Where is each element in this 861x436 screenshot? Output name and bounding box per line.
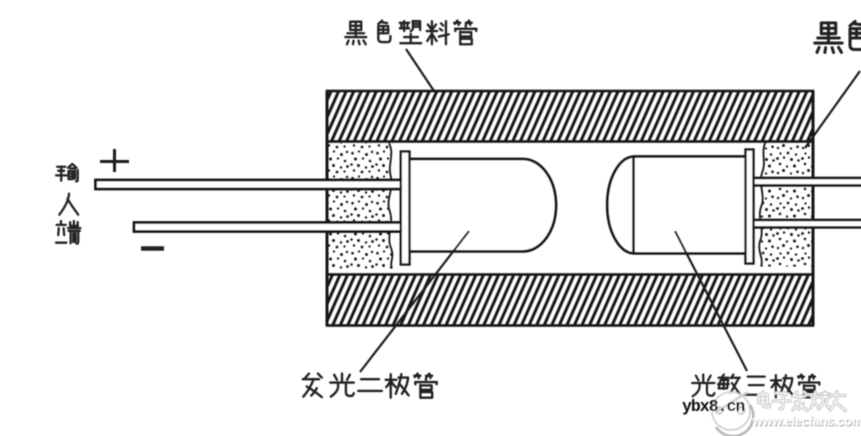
svg-text:www.elecfans.com: www.elecfans.com <box>753 414 861 429</box>
svg-text:www.elecfans.com: www.elecfans.com <box>752 413 861 428</box>
svg-text:ybx8.cn: ybx8.cn <box>682 397 744 416</box>
